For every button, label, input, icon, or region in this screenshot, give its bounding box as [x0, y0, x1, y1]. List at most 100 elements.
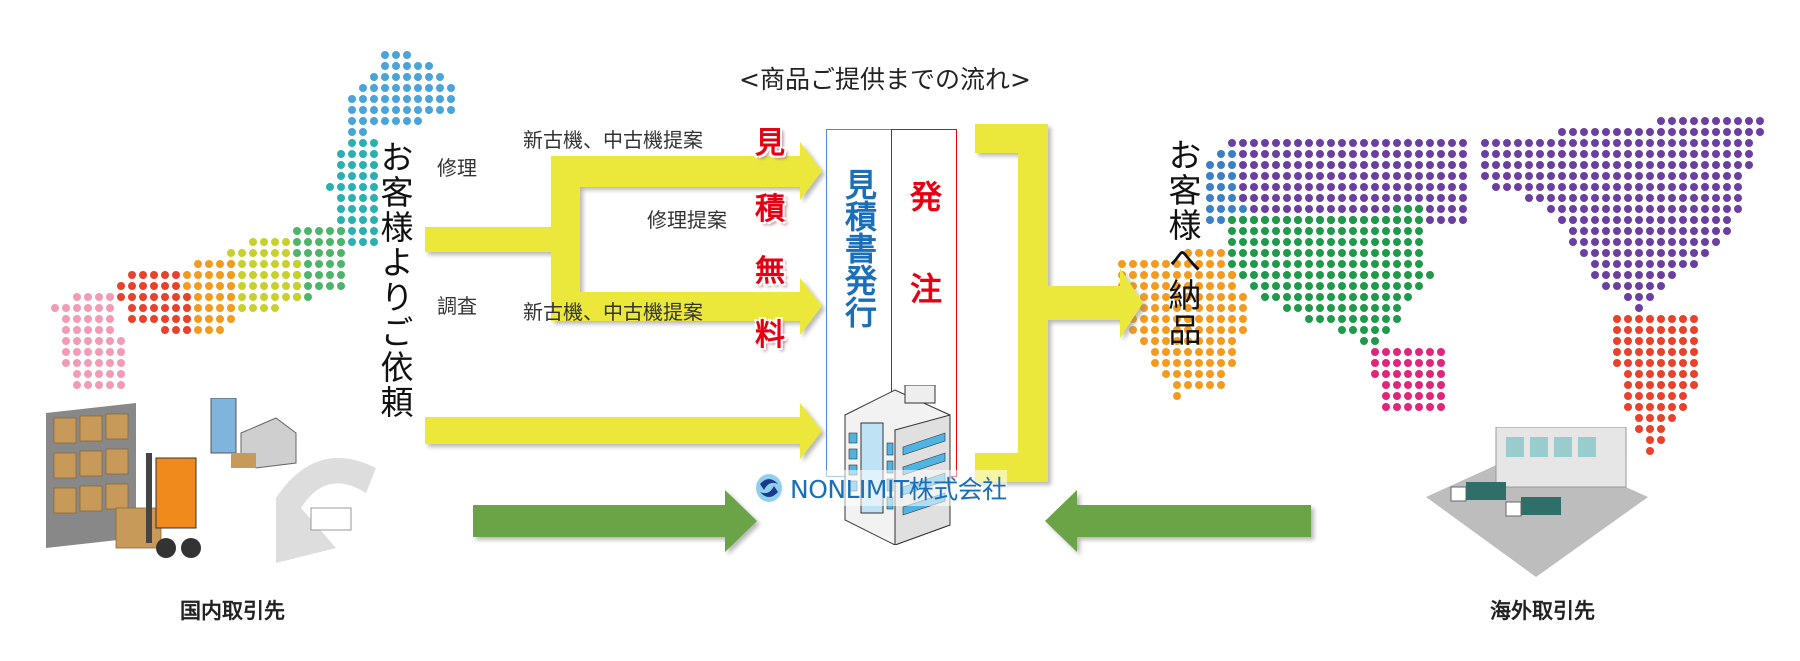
map-dot	[249, 293, 257, 301]
map-dot	[1690, 348, 1698, 356]
map-dot	[1734, 139, 1742, 147]
map-dot	[1239, 205, 1247, 213]
map-dot	[414, 117, 422, 125]
map-dot	[227, 260, 235, 268]
map-dot	[1569, 150, 1577, 158]
map-dot	[1690, 205, 1698, 213]
map-dot	[1349, 139, 1357, 147]
map-dot	[1393, 249, 1401, 257]
map-dot	[1635, 370, 1643, 378]
map-dot	[1580, 139, 1588, 147]
map-dot	[1305, 238, 1313, 246]
map-dot	[1250, 249, 1258, 257]
map-dot	[1151, 271, 1159, 279]
map-dot	[1613, 205, 1621, 213]
map-dot	[1360, 326, 1368, 334]
world-russia-dots	[1228, 139, 1467, 224]
map-dot	[1459, 183, 1467, 191]
map-dot	[1250, 139, 1258, 147]
map-dot	[216, 326, 224, 334]
map-dot	[84, 348, 92, 356]
map-dot	[1525, 139, 1533, 147]
map-dot	[73, 381, 81, 389]
map-dot	[1536, 172, 1544, 180]
map-dot	[1668, 260, 1676, 268]
map-dot	[1657, 425, 1665, 433]
map-dot	[1723, 194, 1731, 202]
map-dot	[1657, 216, 1665, 224]
map-dot	[95, 359, 103, 367]
map-dot	[1668, 227, 1676, 235]
map-dot	[1723, 161, 1731, 169]
map-dot	[1734, 128, 1742, 136]
map-dot	[1580, 194, 1588, 202]
map-dot	[1514, 183, 1522, 191]
map-dot	[1173, 293, 1181, 301]
map-dot	[1448, 139, 1456, 147]
map-dot	[1624, 326, 1632, 334]
map-dot	[1657, 260, 1665, 268]
map-dot	[1206, 282, 1214, 290]
map-dot	[1613, 216, 1621, 224]
map-dot	[392, 62, 400, 70]
map-dot	[73, 337, 81, 345]
map-dot	[381, 62, 389, 70]
map-dot	[1371, 348, 1379, 356]
map-dot	[1591, 194, 1599, 202]
map-dot	[1679, 381, 1687, 389]
map-dot	[447, 95, 455, 103]
map-dot	[1635, 271, 1643, 279]
map-dot	[1250, 161, 1258, 169]
map-dot	[1239, 293, 1247, 301]
map-dot	[1393, 271, 1401, 279]
map-dot	[1404, 161, 1412, 169]
repair-proposal-label: 修理提案	[647, 208, 727, 232]
map-dot	[1657, 348, 1665, 356]
map-dot	[1415, 271, 1423, 279]
map-dot	[436, 106, 444, 114]
map-dot	[1580, 227, 1588, 235]
map-dot	[128, 304, 136, 312]
map-dot	[1382, 348, 1390, 356]
map-dot	[1338, 326, 1346, 334]
map-dot	[1250, 227, 1258, 235]
map-dot	[1338, 227, 1346, 235]
map-dot	[1459, 150, 1467, 158]
map-dot	[1272, 282, 1280, 290]
map-dot	[1734, 194, 1742, 202]
map-dot	[381, 51, 389, 59]
map-dot	[1140, 271, 1148, 279]
map-dot	[1635, 260, 1643, 268]
map-dot	[1349, 271, 1357, 279]
map-dot	[1360, 205, 1368, 213]
map-dot	[260, 293, 268, 301]
map-dot	[1646, 315, 1654, 323]
map-dot	[1250, 238, 1258, 246]
map-dot	[1437, 183, 1445, 191]
map-dot	[194, 260, 202, 268]
map-dot	[1679, 326, 1687, 334]
map-dot	[1657, 326, 1665, 334]
map-dot	[1657, 337, 1665, 345]
map-dot	[1426, 359, 1434, 367]
map-dot	[117, 381, 125, 389]
map-dot	[1701, 150, 1709, 158]
map-dot	[1602, 282, 1610, 290]
map-dot	[161, 326, 169, 334]
map-dot	[326, 282, 334, 290]
map-dot	[1349, 249, 1357, 257]
map-dot	[1162, 337, 1170, 345]
map-dot	[1679, 117, 1687, 125]
map-dot	[216, 282, 224, 290]
map-dot	[1646, 359, 1654, 367]
map-dot	[1602, 260, 1610, 268]
map-dot	[1151, 293, 1159, 301]
map-dot	[1679, 150, 1687, 158]
map-dot	[1239, 183, 1247, 191]
map-dot	[1646, 337, 1654, 345]
domestic-warehouse-illustration	[46, 398, 376, 563]
map-dot	[1679, 249, 1687, 257]
map-dot	[1382, 381, 1390, 389]
map-dot	[1404, 381, 1412, 389]
map-dot	[1371, 139, 1379, 147]
